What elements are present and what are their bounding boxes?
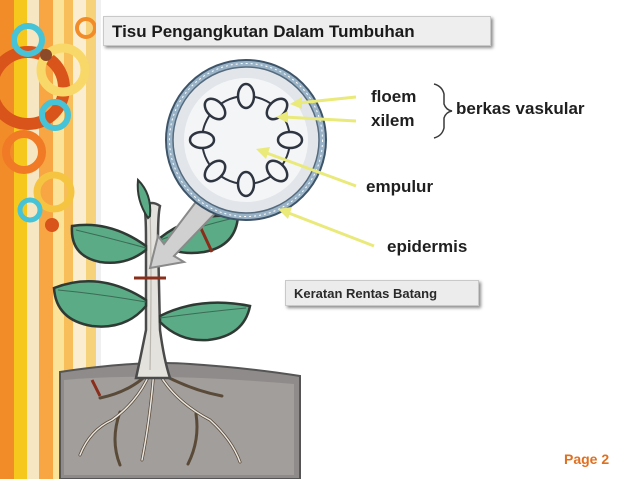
slide-title: Tisu Pengangkutan Dalam Tumbuhan	[112, 22, 415, 41]
caption-box: Keratan Rentas Batang	[285, 280, 479, 306]
vascular-bundles	[188, 82, 304, 198]
soil	[59, 362, 301, 479]
cut-marker-root	[90, 379, 102, 397]
label-floem: floem	[371, 87, 417, 106]
roots-inner	[79, 367, 241, 463]
vascular-bracket	[433, 83, 453, 139]
label-xilem: xilem	[371, 111, 415, 130]
stem	[134, 201, 172, 380]
page-number: Page 2	[564, 451, 610, 467]
leaves	[52, 177, 252, 342]
label-epidermis: epidermis	[387, 237, 468, 256]
decorative-circles	[0, 17, 97, 232]
caption-text: Keratan Rentas Batang	[294, 286, 438, 301]
label-berkas-vaskular: berkas vaskular	[456, 99, 585, 118]
label-arrows	[256, 95, 375, 248]
title-box: Tisu Pengangkutan Dalam Tumbuhan	[103, 16, 491, 46]
label-empulur: empulur	[366, 177, 434, 196]
